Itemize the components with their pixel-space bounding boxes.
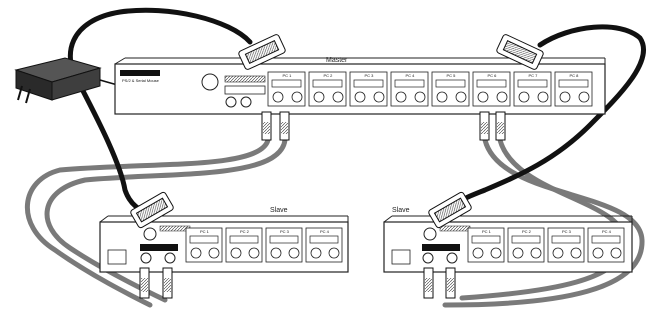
slave-right-port-3 xyxy=(547,227,585,263)
connectors xyxy=(130,34,544,299)
slave-right-port-label: PC 2 xyxy=(522,229,531,234)
slave-right-port-4 xyxy=(587,227,625,263)
master-port-label: PC 6 xyxy=(487,73,497,78)
master-port-label: PC 7 xyxy=(528,73,538,78)
slave-left-ports xyxy=(185,227,343,263)
slave-right-ports xyxy=(467,227,625,263)
master-ports xyxy=(267,71,593,107)
slave-left-port-label: PC 3 xyxy=(280,229,289,234)
master-port-label: PC 5 xyxy=(446,73,456,78)
vga-connector-slave-left xyxy=(130,191,174,229)
master-port-4 xyxy=(390,71,429,107)
slave-right-port-2 xyxy=(507,227,545,263)
slave-left-label: Slave xyxy=(270,207,288,214)
master-port-label: PC 2 xyxy=(323,73,333,78)
slave-right-label: Slave xyxy=(392,207,410,214)
master-label: Master xyxy=(326,57,348,64)
slave-left-port-1 xyxy=(185,227,223,263)
slave-right-port-label: PC 1 xyxy=(482,229,491,234)
master-kvm-unit xyxy=(114,57,606,115)
slave-left-port-2 xyxy=(225,227,263,263)
master-port-1 xyxy=(267,71,306,107)
master-port-label: PC 8 xyxy=(569,73,579,78)
slave-right-port-label: PC 4 xyxy=(602,229,611,234)
master-port-3 xyxy=(349,71,388,107)
black-cable-master-right-loop xyxy=(447,24,647,213)
slave-left-port-3 xyxy=(265,227,303,263)
slave-left-port-label: PC 1 xyxy=(200,229,209,234)
grey-cable-right-outer xyxy=(442,137,645,308)
master-port-label: PC 4 xyxy=(405,73,415,78)
vga-connector-slave-right xyxy=(428,191,472,229)
slave-right-kvm-unit xyxy=(383,215,633,273)
master-port-8 xyxy=(554,71,593,107)
master-port-2 xyxy=(308,71,347,107)
master-port-7 xyxy=(513,71,552,107)
slave-left-port-label: PC 4 xyxy=(320,229,329,234)
master-port-label: PC 1 xyxy=(282,73,292,78)
power-adapter xyxy=(14,57,188,104)
slave-right-port-label: PC 3 xyxy=(562,229,571,234)
grey-cable-left-outer xyxy=(25,137,271,308)
master-port-6 xyxy=(472,71,511,107)
vga-connector-master-right xyxy=(496,34,544,70)
slave-right-port-1 xyxy=(467,227,505,263)
master-port-5 xyxy=(431,71,470,107)
slave-left-port-label: PC 2 xyxy=(240,229,249,234)
slave-left-port-4 xyxy=(305,227,343,263)
master-brand-label: PS/2 & Serial Mouse xyxy=(122,78,159,83)
master-port-label: PC 3 xyxy=(364,73,374,78)
vga-connector-master-left xyxy=(238,34,286,70)
